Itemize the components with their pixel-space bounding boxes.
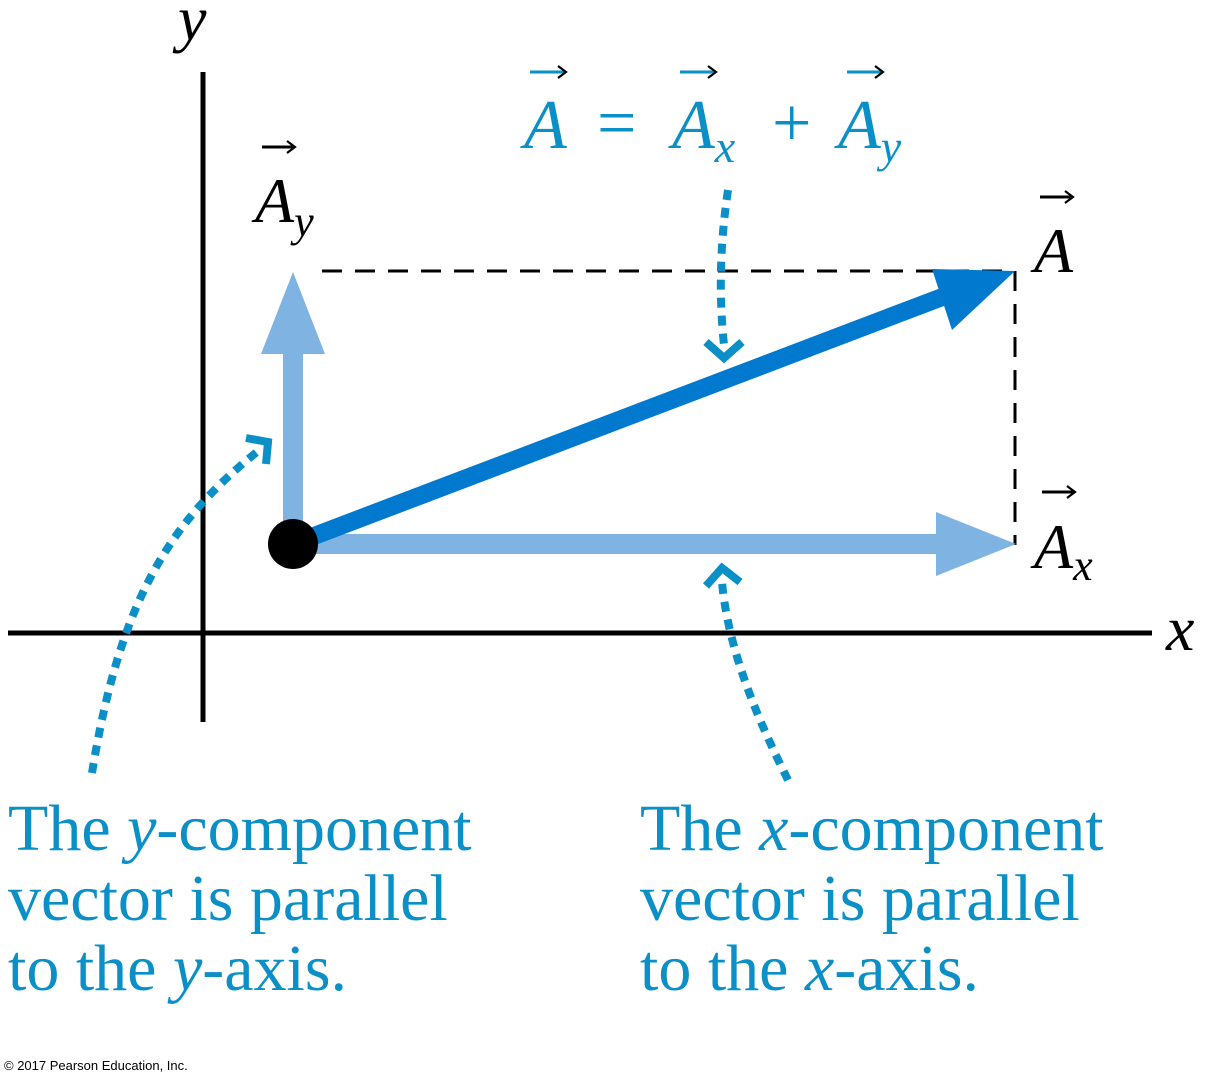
caption-x-line3-variable: x — [804, 932, 835, 1005]
caption-y-line1: The y-component — [8, 792, 472, 865]
equation-term1-subscript: x — [714, 121, 736, 172]
caption-x-line2: vector is parallel — [640, 862, 1080, 935]
caption-y-component: The y-component vector is parallel to th… — [8, 794, 472, 1004]
label-A-x-subscript: x — [1072, 541, 1093, 590]
y-caption-pointer-arrow — [88, 434, 273, 774]
caption-y-line2: vector is parallel — [8, 862, 448, 935]
equation-term2-subscript: y — [877, 121, 902, 172]
resultant-vector-A — [289, 269, 1015, 553]
x-axis-label: x — [1165, 593, 1194, 664]
vector-sum-equation: A = Ax + Ay — [520, 65, 902, 172]
equation-plus: + — [772, 85, 811, 162]
y-component-vector — [261, 272, 325, 544]
equation-lhs: A — [520, 87, 567, 164]
label-A-y: Ay — [251, 140, 314, 246]
caption-x-line3: to the x-axis. — [640, 932, 980, 1005]
equation-pointer-arrow — [703, 189, 745, 364]
caption-y-line3-variable: y — [172, 932, 203, 1005]
x-component-vector — [293, 512, 1016, 576]
y-axis-label: y — [172, 0, 207, 54]
caption-x-line1-variable: x — [759, 792, 789, 865]
caption-y-line3: to the y-axis. — [8, 932, 348, 1005]
copyright-notice: © 2017 Pearson Education, Inc. — [4, 1058, 188, 1073]
label-A-y-letter: Ay — [251, 165, 314, 246]
label-A: A — [1030, 190, 1075, 286]
y-component-arrowhead — [261, 272, 325, 354]
caption-y-line1-variable: y — [127, 792, 157, 865]
label-A-x-letter: Ax — [1030, 511, 1093, 590]
equation-term1: Ax — [668, 87, 736, 172]
resultant-arrowhead — [932, 269, 1015, 330]
label-A-letter: A — [1030, 215, 1074, 286]
equation-equals: = — [597, 85, 636, 162]
equation-term2: Ay — [834, 87, 902, 172]
tail-point-dot — [268, 519, 318, 569]
x-component-arrowhead — [936, 512, 1016, 576]
caption-x-line1: The x-component — [640, 792, 1104, 865]
label-A-x: Ax — [1030, 485, 1093, 590]
label-A-y-subscript: y — [290, 197, 314, 246]
x-caption-pointer-arrow — [703, 562, 792, 782]
caption-x-component: The x-component vector is parallel to th… — [640, 794, 1104, 1004]
